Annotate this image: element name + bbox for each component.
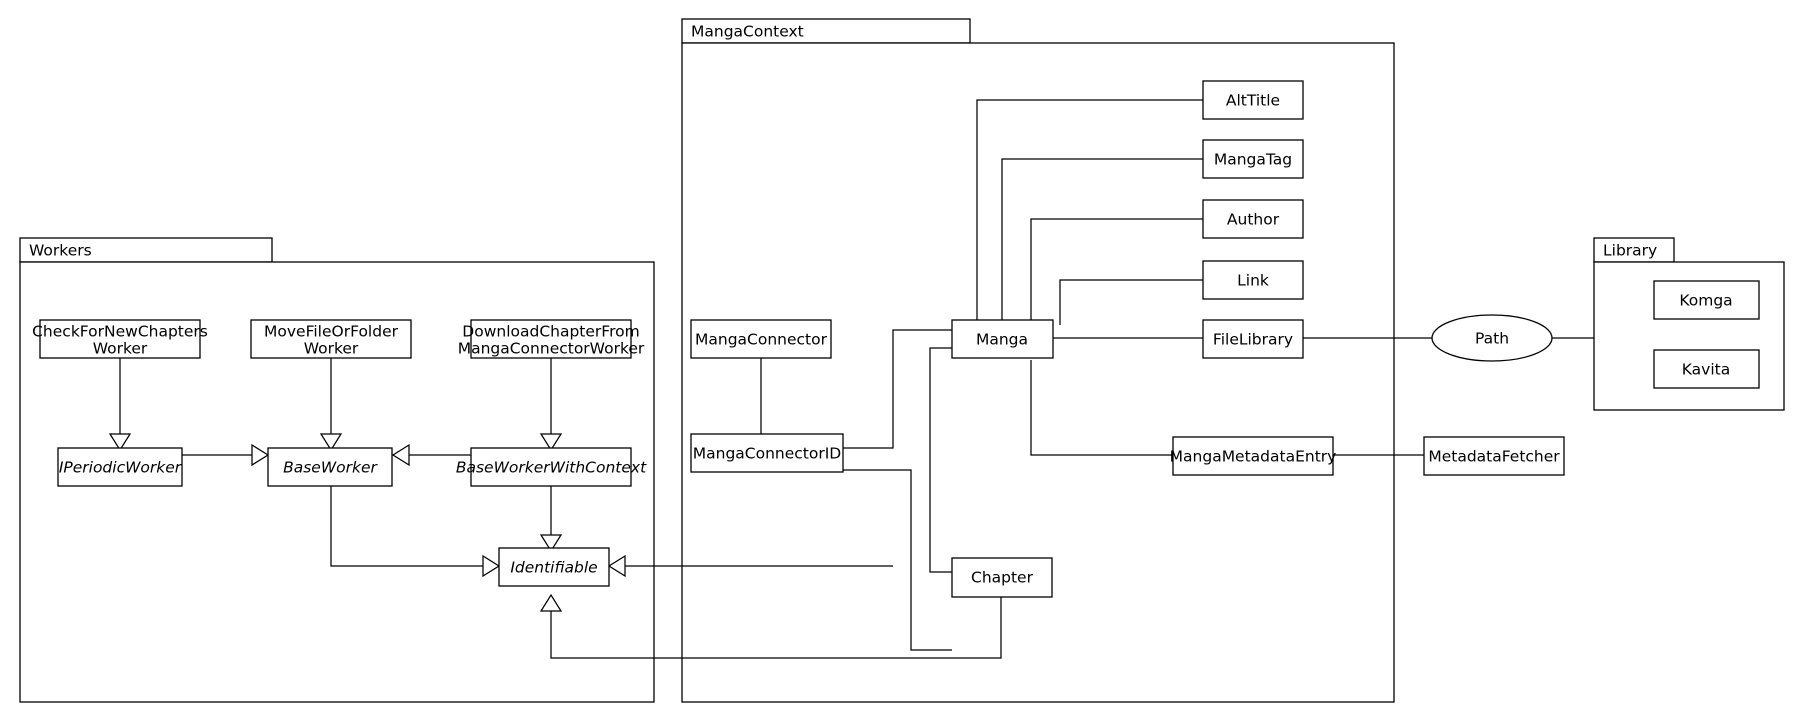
node-metadatafetcher-label: MetadataFetcher xyxy=(1428,448,1560,466)
edge-manga-to-author xyxy=(1030,218,1203,325)
node-manga[interactable]: Manga xyxy=(951,319,1054,359)
node-chapter[interactable]: Chapter xyxy=(951,557,1053,598)
node-download-chapter-from-manga-connector-worker-box[interactable] xyxy=(470,319,632,359)
node-chapter-label: Chapter xyxy=(971,569,1034,587)
node-identifiable-label: Identifiable xyxy=(510,559,597,577)
node-move-file-or-folder-worker[interactable]: MoveFileOrFolder Worker xyxy=(250,319,412,359)
node-kavita-box[interactable] xyxy=(1653,349,1760,389)
edge-baseworkerwithcontext-to-baseworker xyxy=(391,443,471,467)
node-kavita-label: Kavita xyxy=(1682,361,1730,379)
node-metadatafetcher[interactable]: MetadataFetcher xyxy=(1423,436,1565,476)
node-komga-box[interactable] xyxy=(1653,280,1760,320)
node-alttitle-label: AltTitle xyxy=(1226,92,1280,110)
node-mangaconnectorid-label: MangaConnectorID xyxy=(693,445,842,463)
node-manga-box[interactable] xyxy=(951,319,1054,359)
edge-mangaconnectorid-to-identifiable xyxy=(607,554,893,578)
edge-manga-to-chapter xyxy=(929,347,952,573)
node-chapter-box[interactable] xyxy=(951,557,1053,598)
edge-mangaconnectorid-to-manga xyxy=(843,329,952,449)
node-move-file-or-folder-worker-label-line2: Worker xyxy=(304,340,359,358)
edge-baseworker-to-identifiable xyxy=(330,476,501,578)
node-identifiable-box[interactable] xyxy=(498,547,610,587)
node-filelibrary-label: FileLibrary xyxy=(1213,331,1293,349)
node-baseworkerwithcontext-box[interactable] xyxy=(470,447,632,487)
package-workers-tab xyxy=(19,237,273,263)
edge-moveworker-to-baseworker xyxy=(319,358,343,452)
node-mangaconnector-box[interactable] xyxy=(690,319,832,359)
edge-manga-to-alttitle xyxy=(976,99,1203,325)
node-check-for-new-chapters-worker[interactable]: CheckForNewChapters Worker xyxy=(32,319,208,359)
node-mangaconnector[interactable]: MangaConnector xyxy=(690,319,832,359)
edge-checkworker-to-iperiodicworker xyxy=(108,358,132,452)
node-author-box[interactable] xyxy=(1202,199,1304,239)
node-baseworker-label: BaseWorker xyxy=(283,459,378,477)
node-path[interactable]: Path xyxy=(1431,314,1553,362)
node-check-for-new-chapters-worker-label-line2: Worker xyxy=(93,340,148,358)
edge-downloadworker-to-baseworkerwithcontext xyxy=(539,358,563,452)
node-download-chapter-from-manga-connector-worker[interactable]: DownloadChapterFrom MangaConnectorWorker xyxy=(458,319,645,359)
package-workers-label: Workers xyxy=(29,242,92,260)
node-iperiodicworker-label: IPeriodicWorker xyxy=(59,459,183,477)
node-author[interactable]: Author xyxy=(1202,199,1304,239)
package-library-label: Library xyxy=(1603,242,1657,260)
node-baseworkerwithcontext[interactable]: BaseWorkerWithContext xyxy=(456,447,647,487)
node-identifiable[interactable]: Identifiable xyxy=(498,547,610,587)
node-filelibrary[interactable]: FileLibrary xyxy=(1202,319,1304,359)
node-kavita[interactable]: Kavita xyxy=(1653,349,1760,389)
node-download-chapter-from-manga-connector-worker-label-line1: DownloadChapterFrom xyxy=(462,323,639,341)
edge-mangaconnectorid-to-chapter xyxy=(843,469,952,651)
node-path-label: Path xyxy=(1475,330,1509,348)
node-komga-label: Komga xyxy=(1679,292,1732,310)
package-mangacontext-label: MangaContext xyxy=(691,23,804,41)
node-iperiodicworker[interactable]: IPeriodicWorker xyxy=(57,447,183,487)
node-alttitle-box[interactable] xyxy=(1202,80,1304,120)
node-baseworker-box[interactable] xyxy=(267,447,393,487)
node-check-for-new-chapters-worker-box[interactable] xyxy=(39,319,201,359)
node-metadatafetcher-box[interactable] xyxy=(1423,436,1565,476)
edge-manga-to-mangametadataentry xyxy=(1030,360,1173,456)
node-author-label: Author xyxy=(1227,211,1280,229)
node-mangametadataentry[interactable]: MangaMetadataEntry xyxy=(1170,436,1337,476)
node-mangametadataentry-box[interactable] xyxy=(1172,436,1334,476)
edge-iperiodicworker-to-baseworker xyxy=(182,443,270,467)
node-mangaconnectorid-box[interactable] xyxy=(690,433,844,473)
package-mangacontext-tab xyxy=(681,18,971,44)
node-baseworker[interactable]: BaseWorker xyxy=(267,447,393,487)
node-baseworkerwithcontext-label: BaseWorkerWithContext xyxy=(456,459,647,477)
node-iperiodicworker-box[interactable] xyxy=(57,447,183,487)
node-mangatag-label: MangaTag xyxy=(1214,151,1292,169)
node-link-label: Link xyxy=(1237,272,1269,290)
node-mangatag-box[interactable] xyxy=(1202,139,1304,179)
node-alttitle[interactable]: AltTitle xyxy=(1202,80,1304,120)
edge-chapter-to-identifiable xyxy=(539,593,1002,659)
node-filelibrary-box[interactable] xyxy=(1202,319,1304,359)
node-komga[interactable]: Komga xyxy=(1653,280,1760,320)
node-link-box[interactable] xyxy=(1202,260,1304,300)
node-move-file-or-folder-worker-box[interactable] xyxy=(250,319,412,359)
node-mangaconnector-label: MangaConnector xyxy=(695,331,828,349)
node-mangatag[interactable]: MangaTag xyxy=(1202,139,1304,179)
node-link[interactable]: Link xyxy=(1202,260,1304,300)
node-mangametadataentry-label: MangaMetadataEntry xyxy=(1170,448,1337,466)
edge-manga-to-link xyxy=(1059,279,1203,325)
package-mangacontext: MangaContext xyxy=(681,18,1395,703)
node-move-file-or-folder-worker-label-line1: MoveFileOrFolder xyxy=(264,323,399,341)
node-path-ellipse[interactable] xyxy=(1431,314,1553,362)
node-check-for-new-chapters-worker-label-line1: CheckForNewChapters xyxy=(32,323,208,341)
node-download-chapter-from-manga-connector-worker-label-line2: MangaConnectorWorker xyxy=(458,340,645,358)
node-manga-label: Manga xyxy=(976,331,1028,349)
edge-manga-to-mangatag xyxy=(1001,158,1203,325)
node-mangaconnectorid[interactable]: MangaConnectorID xyxy=(690,433,844,473)
